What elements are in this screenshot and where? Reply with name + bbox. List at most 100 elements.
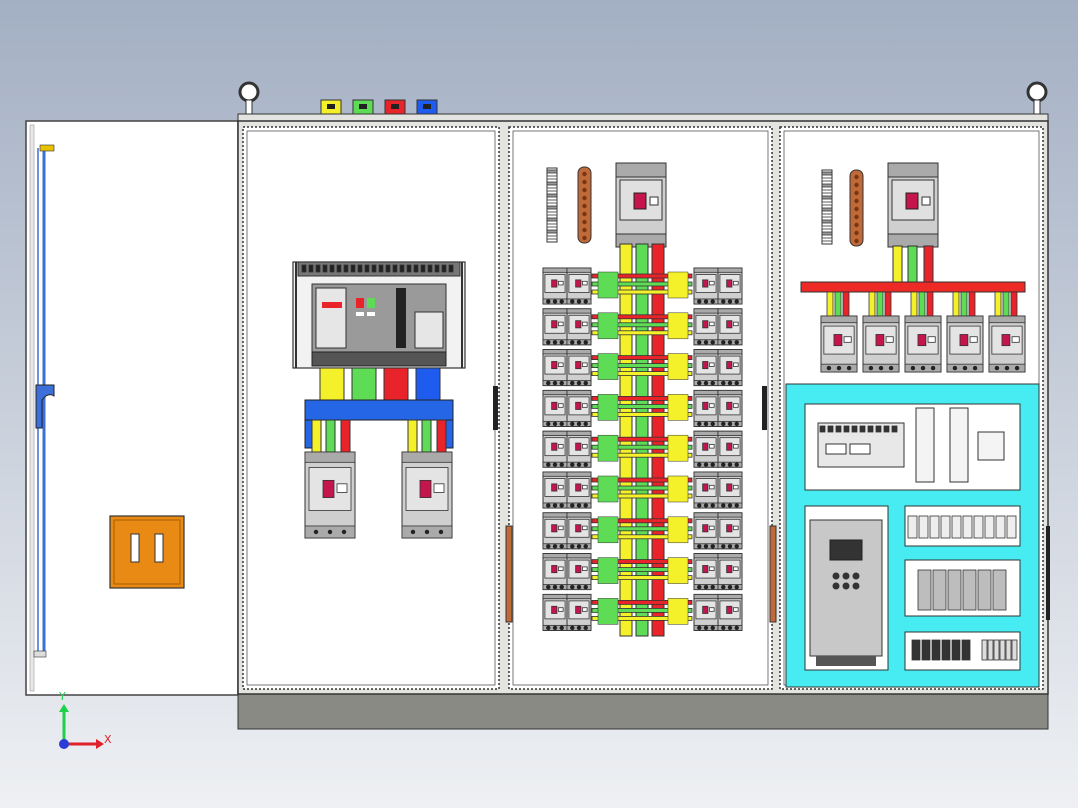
- acb-vent-slot: [322, 264, 328, 273]
- mccb-handle: [551, 483, 558, 492]
- terminal-block: [821, 237, 833, 242]
- tap-cable-left: [597, 475, 619, 503]
- mccb-top-terminal: [693, 430, 719, 436]
- power-supply[interactable]: [949, 407, 969, 483]
- mccb-handle: [833, 334, 843, 347]
- tap-link-yellow: [591, 616, 693, 621]
- tap-link-yellow: [591, 371, 693, 377]
- acb-vent-slot: [364, 264, 370, 273]
- terminal-screw: [576, 544, 582, 549]
- terminal-module: [929, 515, 940, 539]
- terminal-screw: [721, 380, 726, 386]
- open-door[interactable]: [25, 120, 239, 696]
- main-mccb[interactable]: [887, 162, 939, 248]
- mccb-handle: [959, 334, 969, 347]
- mccb-top-terminal: [566, 308, 592, 314]
- plc-io-terminal: [843, 425, 850, 433]
- terminal-screw: [559, 299, 564, 304]
- terminal-screw: [576, 625, 582, 631]
- terminal-screw: [552, 462, 558, 467]
- mccb-handle: [575, 401, 582, 410]
- terminal-screw: [583, 462, 588, 467]
- terminal-block: [821, 171, 833, 176]
- mccb-handle: [551, 401, 558, 410]
- acb-vent-slot: [350, 264, 356, 273]
- mccb-handle: [702, 483, 709, 492]
- mccb-top-terminal: [566, 267, 592, 273]
- mccb-handle: [551, 565, 558, 574]
- door-handle[interactable]: [109, 515, 185, 589]
- phase-marker-icon: [320, 99, 438, 115]
- earth-bar-hole: [582, 187, 587, 193]
- mccb-handle: [575, 483, 582, 492]
- mccb-label: [581, 444, 588, 449]
- terminal-screw: [559, 340, 564, 345]
- terminal-module: [918, 515, 929, 539]
- terminal-screw: [576, 380, 582, 386]
- earth-bar-hole: [854, 214, 859, 220]
- mccb-label: [708, 566, 715, 571]
- earth-bar-hole: [582, 203, 587, 209]
- mccb-label: [885, 336, 894, 343]
- mccb-handle: [726, 483, 733, 492]
- terminal-block: [821, 207, 833, 212]
- mccb-handle: [702, 605, 709, 614]
- tap-cable-left: [597, 516, 619, 544]
- plc-io-terminal: [827, 425, 834, 433]
- terminal-screw: [920, 365, 926, 371]
- mccb-top-terminal: [717, 594, 743, 600]
- terminal-screw: [546, 503, 551, 508]
- contactor-module: [977, 569, 992, 611]
- mccb-top-terminal: [542, 553, 568, 559]
- variable-frequency-drive[interactable]: [809, 519, 883, 666]
- main-mccb[interactable]: [615, 162, 667, 248]
- power-supply[interactable]: [915, 407, 935, 483]
- terminal-screw: [570, 625, 575, 631]
- drop-green: [876, 291, 884, 319]
- tap-cable-left: [597, 434, 619, 462]
- terminal-module: [940, 515, 951, 539]
- fuse-module: [951, 639, 961, 661]
- terminal-screw: [546, 380, 551, 386]
- terminal-screw: [583, 625, 588, 631]
- bus-support-bar: [304, 399, 454, 421]
- mccb-label: [557, 484, 564, 490]
- mccb-label: [581, 484, 588, 490]
- mccb-label: [732, 444, 739, 449]
- lifting-eye-icon: [1026, 81, 1048, 117]
- terminal-screw: [721, 584, 726, 590]
- mccb-handle: [551, 442, 558, 451]
- terminal-screw: [727, 299, 733, 304]
- terminal-screw: [546, 625, 551, 631]
- terminal-block: [821, 195, 833, 200]
- mccb-label: [732, 280, 739, 286]
- mccb-label: [557, 566, 564, 571]
- plc-io-terminal: [891, 425, 898, 433]
- terminal-screw: [721, 340, 726, 345]
- mccb-handle: [726, 279, 733, 288]
- mccb-label: [557, 280, 564, 286]
- terminal-screw: [868, 365, 874, 371]
- air-circuit-breaker[interactable]: [292, 261, 466, 369]
- mccb-handle: [575, 605, 582, 614]
- mccb-top-terminal: [566, 553, 592, 559]
- mccb-handle: [551, 605, 558, 614]
- mccb-top-terminal: [566, 430, 592, 436]
- terminal-screw: [559, 625, 564, 631]
- acb-vent-slot: [315, 264, 321, 273]
- tap-link-green: [591, 485, 693, 491]
- lifting-eye-icon: [238, 81, 260, 117]
- mccb-top-terminal: [542, 349, 568, 355]
- mccb-top-terminal: [693, 349, 719, 355]
- terminal-screw: [583, 584, 588, 590]
- terminal-screw: [710, 340, 715, 345]
- terminal-block: [821, 225, 833, 230]
- mccb-handle: [575, 442, 582, 451]
- mccb-handle: [551, 320, 558, 329]
- terminal-screw: [1014, 365, 1020, 371]
- acb-vent-slot: [357, 264, 363, 273]
- drop-yellow: [952, 291, 960, 319]
- terminal-screw: [546, 544, 551, 549]
- mccb-handle: [551, 361, 558, 370]
